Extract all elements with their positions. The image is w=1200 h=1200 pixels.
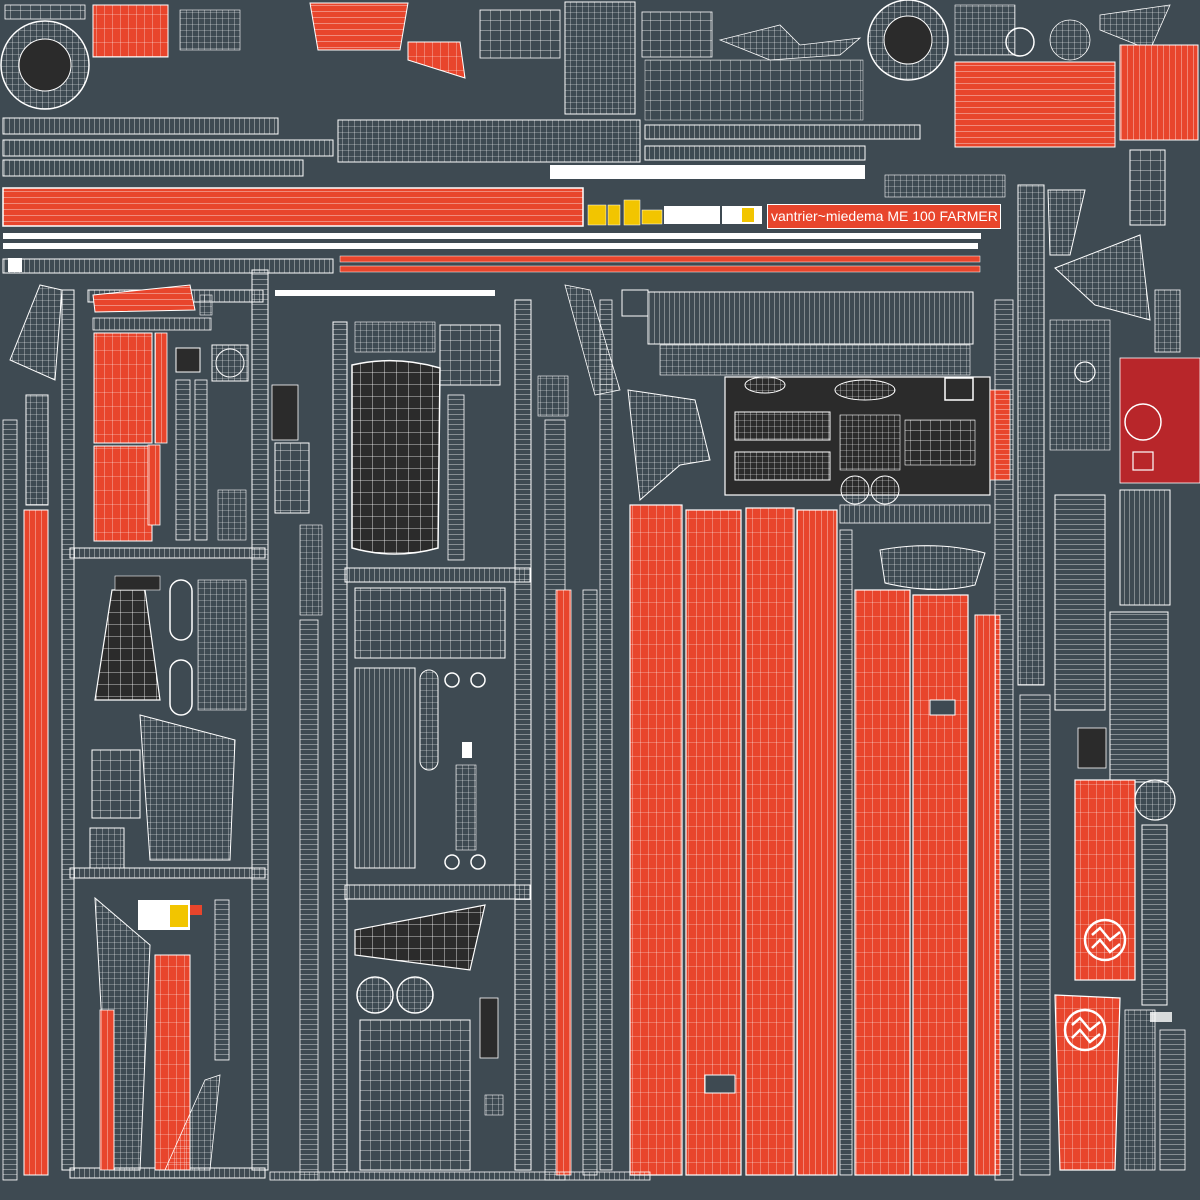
right-region-islands bbox=[1017, 149, 1200, 1176]
brand-decal-model: ME 100 FARMER bbox=[887, 208, 998, 224]
wheel-island bbox=[0, 20, 90, 110]
center-left-islands bbox=[332, 284, 621, 1181]
wheel-island-right bbox=[867, 0, 949, 81]
top-row-islands bbox=[0, 0, 1199, 148]
brand-decal: vantrier~miedema ME 100 FARMER bbox=[767, 204, 1001, 229]
left-region-islands bbox=[2, 258, 495, 1181]
horizontal-strip-islands bbox=[2, 117, 1006, 274]
warning-decals bbox=[587, 199, 762, 226]
deep-red-panel bbox=[1119, 357, 1200, 484]
emblem-panel-upper bbox=[1074, 779, 1136, 981]
center-part-islands bbox=[621, 289, 1014, 1181]
emblem-panel-lower bbox=[1054, 994, 1121, 1171]
button-pad-grid bbox=[644, 59, 864, 121]
brand-decal-name: vantrier~miedema bbox=[771, 208, 884, 224]
